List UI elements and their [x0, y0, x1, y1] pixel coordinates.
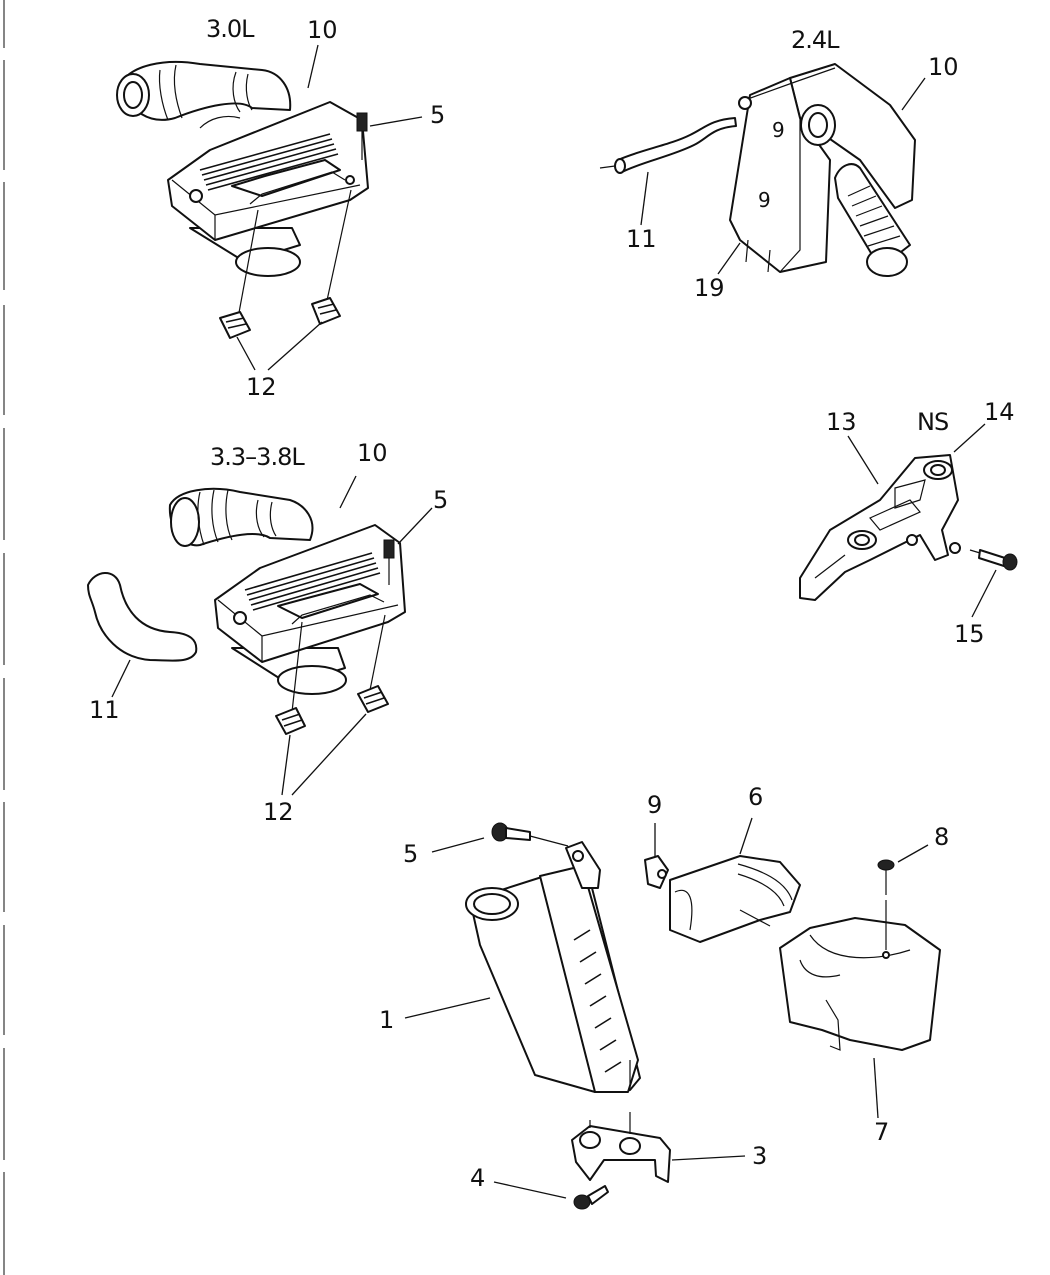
callout-10-3-3l: 10 — [357, 439, 388, 467]
leader-4 — [493, 1181, 567, 1199]
screw-5-3-0l — [325, 112, 368, 306]
callout-3: 3 — [752, 1142, 767, 1170]
leader-5-bottom — [431, 837, 485, 853]
engine-3-3-3-8l-assembly: 3.3–3.8L — [87, 439, 448, 826]
bottom-assembly: 5 9 6 8 1 7 3 4 — [379, 783, 949, 1210]
callout-1: 1 — [379, 1006, 394, 1034]
leader-12b-3-3l — [291, 713, 367, 796]
intake-duct-3-3l — [168, 487, 314, 547]
callout-15: 15 — [954, 620, 985, 648]
filter-pleats-1 — [573, 929, 622, 1073]
leader-11-3-3l — [111, 659, 131, 698]
engine-2-4l-title: 2.4L — [791, 26, 840, 54]
air-cleaner-housing-3-3l — [214, 524, 406, 695]
callout-5-bottom: 5 — [403, 840, 418, 868]
leader-1 — [404, 997, 491, 1019]
intake-duct-3-0l — [116, 60, 292, 129]
callout-19-2-4l: 19 — [694, 274, 725, 302]
callout-9: 9 — [647, 791, 662, 819]
resonator-2-4l: 9 9 — [729, 63, 916, 273]
duct-6 — [669, 855, 801, 943]
callout-5-3-3l: 5 — [433, 486, 448, 514]
callout-13: 13 — [826, 408, 857, 436]
callout-12-3-0l: 12 — [246, 373, 277, 401]
leader-5-3-0l — [369, 116, 423, 127]
callout-14: 14 — [984, 398, 1015, 426]
leader-13 — [847, 435, 879, 485]
bracket-13-14 — [799, 454, 961, 601]
svg-text:9: 9 — [772, 118, 785, 142]
leader-10-3-0l — [307, 44, 319, 89]
leader-10-2-4l — [901, 77, 926, 111]
callout-8: 8 — [934, 823, 949, 851]
ns-title: NS — [917, 408, 948, 436]
clip-12-3-0l-right — [311, 297, 341, 325]
engine-2-4l-assembly: 2.4L 9 9 — [599, 26, 959, 302]
grille-ribs-3-3l — [244, 552, 381, 611]
hose-11-3-3l — [87, 572, 198, 662]
leader-12a-3-0l — [236, 336, 256, 371]
callout-10-2-4l: 10 — [928, 53, 959, 81]
leader-8 — [897, 844, 929, 863]
callout-4: 4 — [470, 1164, 485, 1192]
engine-3-3-3-8l-title: 3.3–3.8L — [210, 443, 305, 471]
air-cleaner-body-1 — [465, 841, 641, 1093]
svg-text:9: 9 — [758, 188, 771, 212]
screw-5-bottom — [491, 822, 569, 847]
engine-3-0l-assembly: 3.0L — [116, 15, 445, 401]
intake-tube-2-4l — [834, 163, 911, 277]
ns-bracket-assembly: NS 13 14 15 — [799, 398, 1018, 648]
air-cleaner-housing-3-0l — [167, 101, 369, 277]
bracket-3 — [571, 1112, 671, 1183]
callout-7: 7 — [874, 1118, 889, 1146]
clip-12-3-3l-left — [275, 621, 306, 735]
leader-11-2-4l — [640, 171, 649, 226]
callout-11-2-4l: 11 — [626, 225, 657, 253]
callout-5-3-0l: 5 — [430, 101, 445, 129]
grille-ribs-3-0l — [199, 133, 339, 191]
hose-11-2-4l — [599, 117, 737, 174]
leader-12a-3-3l — [281, 734, 291, 796]
leader-14 — [953, 423, 986, 453]
leader-10-3-3l — [339, 475, 357, 509]
bolt-15 — [969, 549, 1018, 571]
leader-12b-3-0l — [267, 321, 323, 371]
callout-11-3-3l: 11 — [89, 696, 120, 724]
leader-6 — [739, 817, 753, 855]
leader-3 — [671, 1155, 746, 1161]
cover-7 — [779, 917, 941, 1051]
callout-6: 6 — [748, 783, 763, 811]
clip-12-3-3l-right — [357, 685, 389, 713]
callout-12-3-3l: 12 — [263, 798, 294, 826]
screw-8 — [877, 859, 895, 950]
leader-5-3-3l — [397, 507, 433, 545]
engine-3-0l-title: 3.0L — [206, 15, 255, 43]
leader-15 — [971, 569, 997, 618]
clip-12-3-0l-left — [219, 209, 259, 339]
leader-19-2-4l — [717, 242, 741, 275]
nut-9 — [644, 855, 669, 889]
callout-10-3-0l: 10 — [307, 16, 338, 44]
screw-5-3-3l — [369, 539, 395, 691]
leader-7 — [873, 1057, 879, 1119]
bolt-4 — [573, 1185, 609, 1210]
